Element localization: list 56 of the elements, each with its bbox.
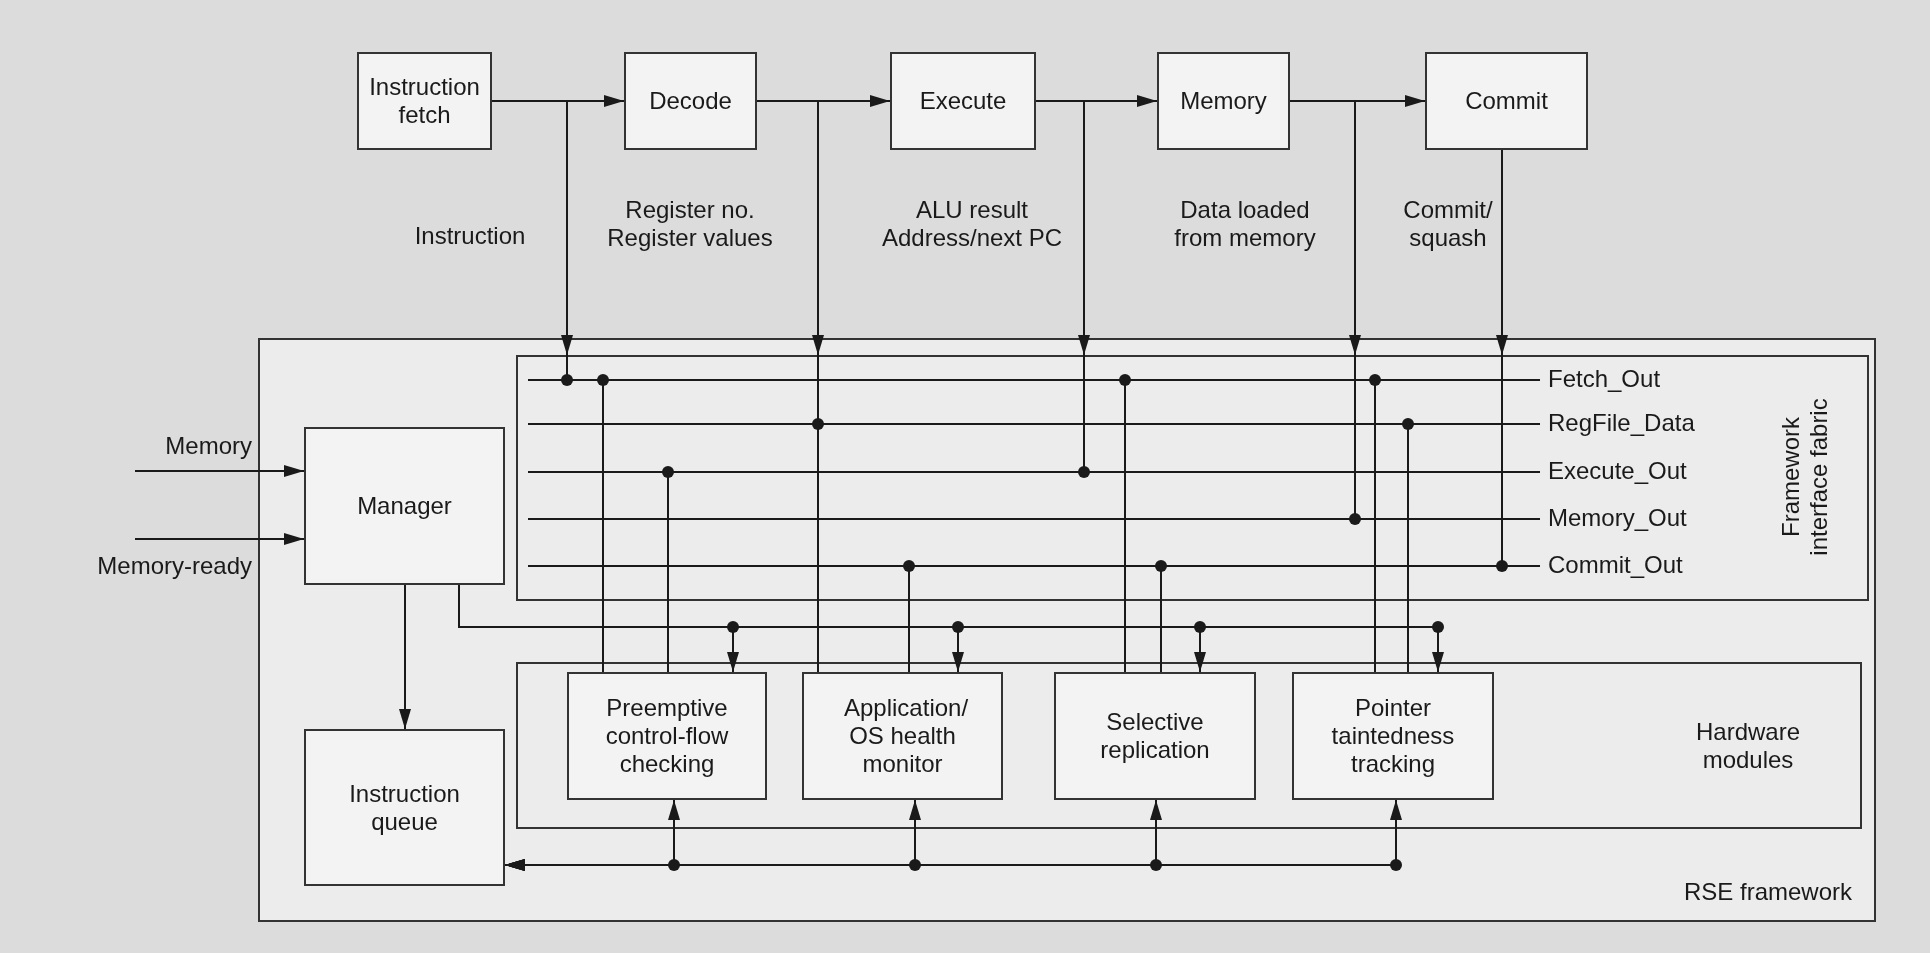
connector-arrow — [1496, 149, 1508, 356]
connector-line — [667, 600, 669, 673]
node-label: Commit — [1464, 87, 1549, 115]
node-label: Preemptive control-flow checking — [604, 694, 730, 778]
process-box — [567, 672, 767, 800]
interface-fabric-panel — [516, 355, 1869, 601]
node-label: Manager — [356, 492, 453, 520]
connector-arrow — [399, 584, 411, 730]
signal-label: Commit_Out — [1548, 551, 1683, 579]
edge-label: Memory — [164, 432, 252, 460]
edge-label: Register no. Register values — [606, 196, 774, 252]
signal-label: Execute_Out — [1548, 457, 1687, 485]
connector-arrow — [1035, 100, 1090, 356]
node-label: Pointer taintedness tracking — [1330, 694, 1456, 778]
edge-label: Data loaded from memory — [1173, 196, 1317, 252]
node-label: RSE framework — [1683, 878, 1852, 906]
process-box — [890, 52, 1036, 150]
node-label: Hardware modules — [1694, 718, 1801, 774]
process-box — [1054, 672, 1256, 800]
connector-line — [1374, 600, 1376, 673]
connector-line — [908, 600, 910, 673]
module-group-panel — [516, 662, 1862, 829]
process-box — [1425, 52, 1588, 150]
signal-label: Fetch_Out — [1548, 365, 1661, 393]
node-label: Memory — [1179, 87, 1268, 115]
connector-arrow — [491, 100, 573, 356]
connector-line — [1160, 600, 1162, 673]
edge-label: Memory-ready — [96, 552, 252, 580]
process-box — [357, 52, 492, 150]
connector-line — [817, 600, 819, 673]
edge-label: Instruction — [413, 222, 527, 250]
signal-label: Memory_Out — [1548, 504, 1687, 532]
edge-label: Commit/ squash — [1402, 196, 1494, 252]
connector-line — [1407, 600, 1409, 673]
connector-arrow — [756, 100, 824, 356]
process-box — [304, 427, 505, 585]
node-label: Instruction fetch — [368, 73, 481, 129]
process-box — [624, 52, 757, 150]
framework-container — [258, 338, 1876, 922]
node-label: Selective replication — [1099, 708, 1211, 764]
process-box — [1157, 52, 1290, 150]
node-label: Application/ OS health monitor — [843, 694, 970, 778]
connector-arrow — [134, 465, 305, 477]
process-box — [1292, 672, 1494, 800]
node-label: Framework interface fabric — [1777, 397, 1833, 558]
process-box — [304, 729, 505, 886]
node-label: Execute — [918, 87, 1008, 115]
connector-line — [1124, 600, 1126, 673]
node-label: Instruction queue — [348, 779, 461, 836]
node-label: Decode — [648, 87, 733, 115]
edge-label: ALU result Address/next PC — [880, 196, 1064, 252]
signal-label: RegFile_Data — [1548, 409, 1695, 437]
connector-arrow — [134, 533, 305, 545]
process-box — [802, 672, 1003, 800]
connector-line — [602, 600, 604, 673]
connector-arrow — [1289, 100, 1361, 356]
